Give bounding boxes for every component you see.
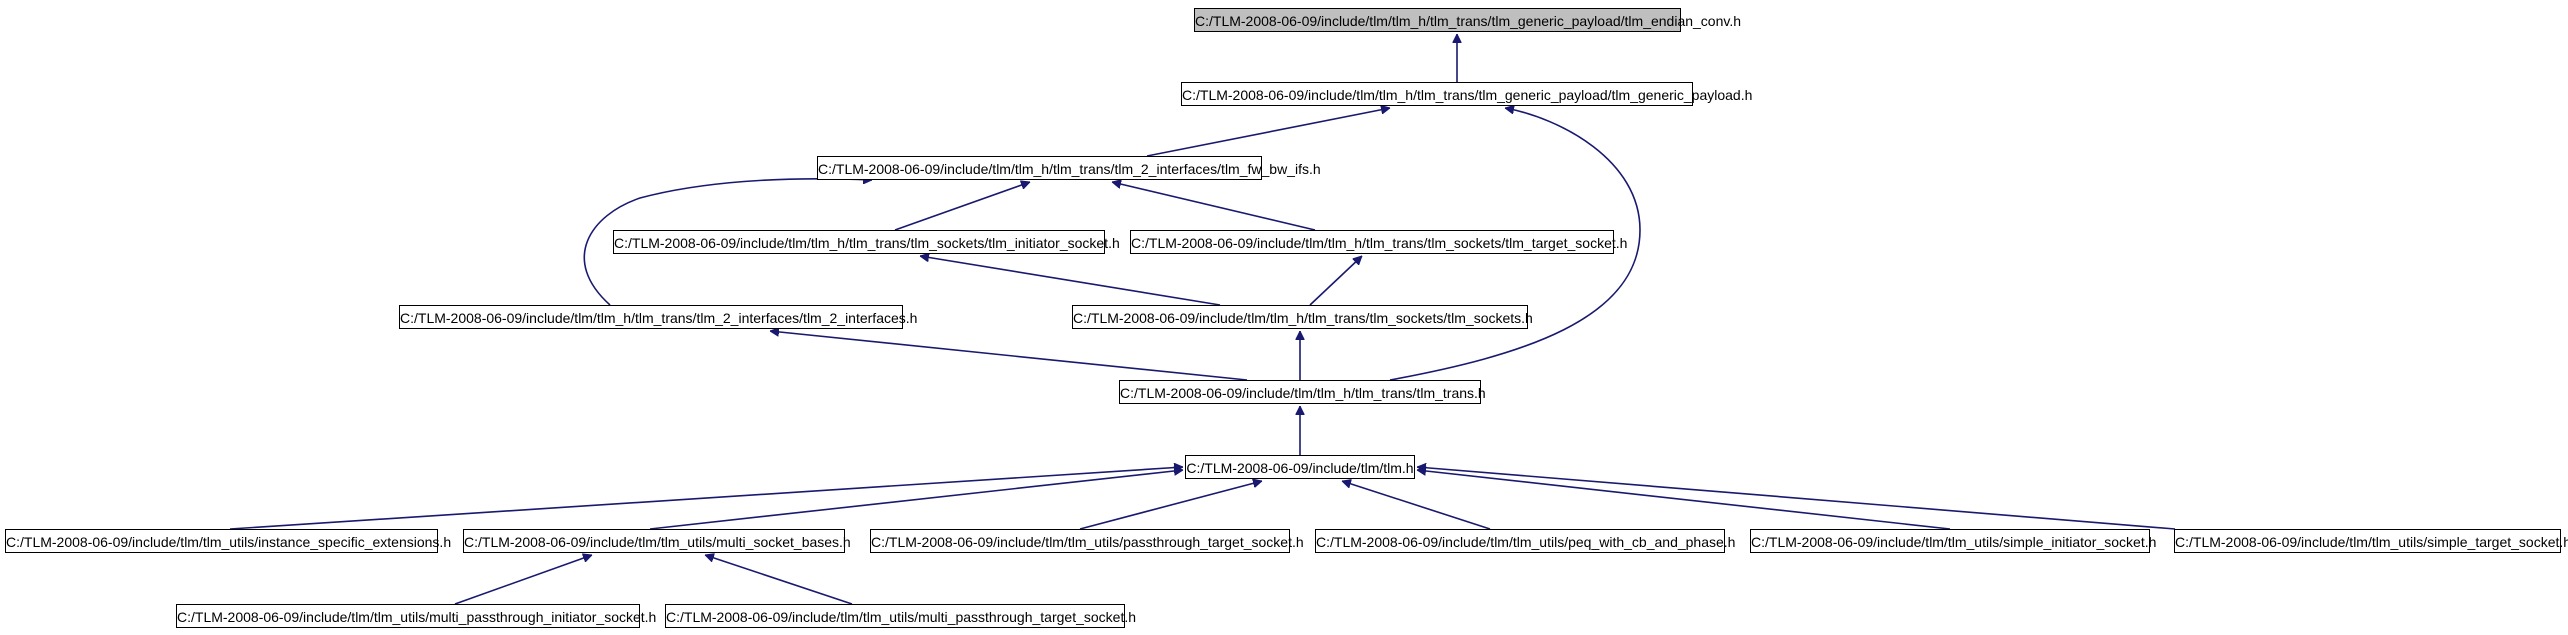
- node-tlm-trans[interactable]: C:/TLM-2008-06-09/include/tlm/tlm_h/tlm_…: [1119, 380, 1486, 404]
- edge-tlm-trans-to-generic-payload: [1389, 108, 1641, 381]
- edge-simple-target-to-tlm: [1417, 467, 2176, 530]
- edge-tlm-sockets-to-target-socket: [1309, 256, 1362, 306]
- node-tlm-fw-bw-ifs[interactable]: C:/TLM-2008-06-09/include/tlm/tlm_h/tlm_…: [817, 156, 1321, 180]
- edge-instance-ext-to-tlm: [229, 467, 1183, 530]
- node-passthrough-target-socket[interactable]: C:/TLM-2008-06-09/include/tlm/tlm_utils/…: [870, 529, 1304, 553]
- edge-multi-pt-target-to-multi-socket-bases: [705, 555, 853, 605]
- node-multi-passthrough-target-socket[interactable]: C:/TLM-2008-06-09/include/tlm/tlm_utils/…: [665, 604, 1136, 628]
- edge-tlm-trans-to-tlm-2-interfaces: [770, 331, 1248, 381]
- node-tlm-2-interfaces[interactable]: C:/TLM-2008-06-09/include/tlm/tlm_h/tlm_…: [399, 305, 917, 329]
- node-tlm-generic-payload[interactable]: C:/TLM-2008-06-09/include/tlm/tlm_h/tlm_…: [1181, 82, 1752, 106]
- edge-multi-socket-bases-to-tlm: [649, 470, 1183, 530]
- node-peq-with-cb-and-phase[interactable]: C:/TLM-2008-06-09/include/tlm/tlm_utils/…: [1315, 529, 1735, 553]
- node-tlm[interactable]: C:/TLM-2008-06-09/include/tlm/tlm.h: [1185, 455, 1415, 479]
- node-instance-specific-extensions[interactable]: C:/TLM-2008-06-09/include/tlm/tlm_utils/…: [5, 529, 451, 553]
- node-simple-target-socket[interactable]: C:/TLM-2008-06-09/include/tlm/tlm_utils/…: [2174, 529, 2568, 553]
- node-tlm-initiator-socket[interactable]: C:/TLM-2008-06-09/include/tlm/tlm_h/tlm_…: [613, 230, 1120, 254]
- edge-target-socket-to-fw-bw-ifs: [1112, 182, 1316, 231]
- edge-peq-to-tlm: [1342, 481, 1491, 530]
- edge-multi-pt-initiator-to-multi-socket-bases: [454, 555, 592, 605]
- edge-simple-initiator-to-tlm: [1417, 470, 1951, 530]
- node-tlm-endian-conv[interactable]: C:/TLM-2008-06-09/include/tlm/tlm_h/tlm_…: [1194, 8, 1741, 32]
- node-simple-initiator-socket[interactable]: C:/TLM-2008-06-09/include/tlm/tlm_utils/…: [1750, 529, 2156, 553]
- edge-tlm-2-interfaces-to-fw-bw-ifs: [583, 179, 872, 306]
- edge-tlm-sockets-to-initiator-socket: [920, 256, 1221, 306]
- edge-fw-bw-ifs-to-generic-payload: [1146, 108, 1390, 157]
- node-multi-passthrough-initiator-socket[interactable]: C:/TLM-2008-06-09/include/tlm/tlm_utils/…: [176, 604, 656, 628]
- edge-initiator-socket-to-fw-bw-ifs: [894, 182, 1030, 231]
- node-multi-socket-bases[interactable]: C:/TLM-2008-06-09/include/tlm/tlm_utils/…: [463, 529, 851, 553]
- edge-passthrough-target-to-tlm: [1079, 481, 1262, 530]
- node-tlm-sockets[interactable]: C:/TLM-2008-06-09/include/tlm/tlm_h/tlm_…: [1072, 305, 1533, 329]
- node-tlm-target-socket[interactable]: C:/TLM-2008-06-09/include/tlm/tlm_h/tlm_…: [1130, 230, 1627, 254]
